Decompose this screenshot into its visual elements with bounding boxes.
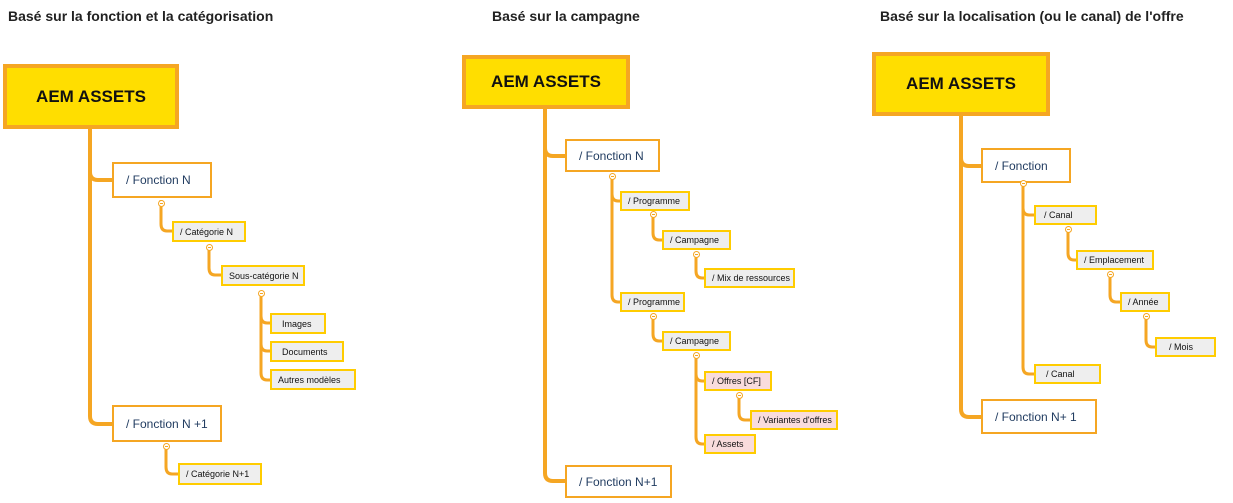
node-annee: / Année: [1120, 292, 1170, 312]
collapse-icon[interactable]: [693, 352, 700, 359]
node-sous-categorie-n: Sous-catégorie N: [221, 265, 305, 286]
node-categorie-n: / Catégorie N: [172, 221, 246, 242]
collapse-icon[interactable]: [163, 443, 170, 450]
title-function-categorization: Basé sur la fonction et la catégorisatio…: [8, 8, 274, 24]
node-campagne-1: / Campagne: [662, 230, 731, 250]
root-aem-assets: AEM ASSETS: [462, 55, 630, 109]
node-programme-2: / Programme: [620, 292, 685, 312]
collapse-icon[interactable]: [609, 173, 616, 180]
collapse-icon[interactable]: [206, 244, 213, 251]
node-canal-1: / Canal: [1034, 205, 1097, 225]
title-location-channel: Basé sur la localisation (ou le canal) d…: [880, 8, 1184, 24]
node-autres-modeles: Autres modèles: [270, 369, 356, 390]
node-fonction-n: / Fonction N: [565, 139, 660, 172]
node-fonction-n1: / Fonction N+ 1: [981, 399, 1097, 434]
node-offres-cf: / Offres [CF]: [704, 371, 772, 391]
title-campaign: Basé sur la campagne: [492, 8, 640, 24]
node-mix-ressources: / Mix de ressources: [704, 268, 795, 288]
node-fonction: / Fonction: [981, 148, 1071, 183]
collapse-icon[interactable]: [1143, 313, 1150, 320]
node-emplacement: / Emplacement: [1076, 250, 1154, 270]
node-variantes-offres: / Variantes d'offres: [750, 410, 838, 430]
collapse-icon[interactable]: [650, 313, 657, 320]
collapse-icon[interactable]: [736, 392, 743, 399]
collapse-icon[interactable]: [258, 290, 265, 297]
node-fonction-n: / Fonction N: [112, 162, 212, 198]
node-images: Images: [270, 313, 326, 334]
node-mois: / Mois: [1155, 337, 1216, 357]
collapse-icon[interactable]: [1020, 180, 1027, 187]
node-categorie-n1: / Catégorie N+1: [178, 463, 262, 485]
node-campagne-2: / Campagne: [662, 331, 731, 351]
node-programme-1: / Programme: [620, 191, 690, 211]
node-documents: Documents: [270, 341, 344, 362]
collapse-icon[interactable]: [1107, 271, 1114, 278]
root-aem-assets: AEM ASSETS: [3, 64, 179, 129]
node-assets: / Assets: [704, 434, 756, 454]
collapse-icon[interactable]: [650, 211, 657, 218]
node-fonction-n1: / Fonction N +1: [112, 405, 222, 442]
collapse-icon[interactable]: [158, 200, 165, 207]
root-aem-assets: AEM ASSETS: [872, 52, 1050, 116]
node-fonction-n1: / Fonction N+1: [565, 465, 672, 498]
collapse-icon[interactable]: [693, 251, 700, 258]
collapse-icon[interactable]: [1065, 226, 1072, 233]
node-canal-2: / Canal: [1034, 364, 1101, 384]
